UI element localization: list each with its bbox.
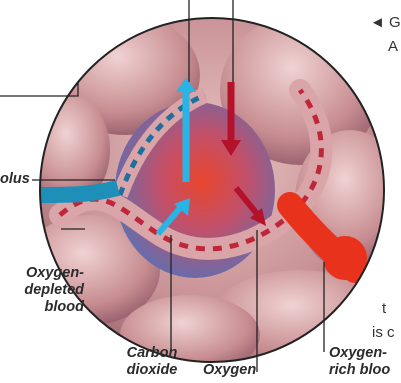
oxygen-depleted-blood-label: Oxygen- depleted blood [14,265,84,316]
caption-fragment-3: t [382,300,386,317]
caption-fragment-2: A [388,38,398,55]
caption-fragment-4: is c [372,324,395,341]
caption-fragment-1: ◄ G [370,14,401,31]
oxygen-label: Oxygen [203,362,256,379]
oxygen-rich-blood-label: Oxygen- rich bloo [329,345,401,379]
alveolus-label: olus [0,171,30,188]
carbon-dioxide-label: Carbon dioxide [112,345,192,379]
magnified-view [20,10,401,380]
